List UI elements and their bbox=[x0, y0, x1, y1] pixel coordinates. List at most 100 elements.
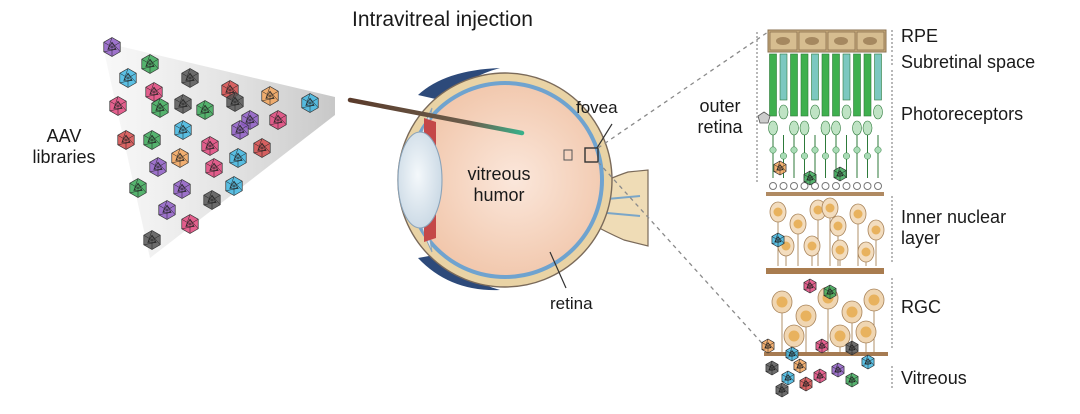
aav-capsid-icon bbox=[158, 200, 176, 220]
synapse-terminal bbox=[779, 182, 788, 190]
photoreceptor-outer-segment bbox=[779, 53, 788, 101]
zoom-line-top bbox=[597, 31, 769, 149]
aav-capsid-icon bbox=[269, 110, 287, 130]
photoreceptor-outer-segment bbox=[811, 53, 819, 101]
aav-capsid-icon bbox=[813, 368, 827, 384]
bipolar-nucleus bbox=[807, 241, 817, 251]
synapse-terminal bbox=[790, 182, 798, 190]
bipolar-nucleus bbox=[813, 205, 823, 215]
photoreceptor-inner-segment bbox=[841, 104, 852, 120]
bipolar-nucleus bbox=[835, 245, 845, 255]
outer-label-line2: retina bbox=[697, 116, 743, 137]
photoreceptor-outer-segment bbox=[853, 53, 861, 117]
photoreceptor-inner-segment bbox=[873, 104, 883, 120]
ganglion-nucleus bbox=[834, 330, 846, 342]
vitreous-label-line2: humor bbox=[473, 184, 525, 205]
eye-illustration bbox=[347, 68, 649, 291]
aav-capsid-icon bbox=[171, 148, 189, 168]
photoreceptor-nucleus bbox=[822, 152, 829, 160]
aav-capsid-icon bbox=[845, 372, 859, 388]
aav-capsid-icon bbox=[119, 68, 137, 88]
outer-retina-label: outer retina bbox=[680, 96, 760, 137]
inner-nuclear-layer-label: Inner nuclear layer bbox=[901, 207, 1006, 248]
aav-capsid-icon bbox=[143, 130, 161, 150]
synapse-terminal bbox=[842, 182, 851, 190]
photoreceptor-inner-segment bbox=[810, 104, 820, 120]
aav-capsid-icon bbox=[301, 93, 319, 113]
aav-capsid-icon bbox=[225, 176, 243, 196]
outer-label-line1: outer bbox=[699, 96, 741, 116]
aav-capsid-icon bbox=[203, 190, 221, 210]
photoreceptor-inner-segment bbox=[852, 120, 862, 136]
synapse-terminal bbox=[874, 182, 882, 190]
aav-capsid-icon bbox=[174, 94, 192, 114]
photoreceptor-nucleus bbox=[864, 152, 871, 160]
photoreceptor-nucleus bbox=[780, 152, 787, 160]
aav-libraries-label: AAV libraries bbox=[14, 126, 114, 167]
retina-label: retina bbox=[550, 294, 593, 313]
photoreceptor-outer-segment bbox=[769, 53, 777, 117]
aav-capsid-icon bbox=[845, 340, 859, 356]
photoreceptor-outer-segment bbox=[832, 53, 840, 117]
aav-capsid-cluster bbox=[103, 37, 319, 250]
inl-label-line2: layer bbox=[901, 227, 941, 248]
outer-plexiform-band bbox=[766, 182, 884, 196]
opl-membrane bbox=[766, 192, 884, 196]
photoreceptor-nucleus bbox=[853, 146, 861, 154]
photoreceptor-inner-segment bbox=[789, 120, 799, 136]
photoreceptor-nucleus bbox=[801, 152, 808, 160]
bipolar-nucleus bbox=[825, 203, 835, 213]
aav-capsid-icon bbox=[815, 338, 829, 354]
bipolar-nucleus bbox=[871, 225, 881, 235]
aav-capsid-icon bbox=[151, 98, 169, 118]
aav-capsid-icon bbox=[793, 358, 807, 374]
aav-capsid-icon bbox=[196, 100, 214, 120]
rpe-label: RPE bbox=[901, 26, 939, 46]
aav-capsid-icon bbox=[145, 82, 163, 102]
vitreous-label-line1: vitreous bbox=[467, 164, 531, 184]
rpe-layer bbox=[767, 29, 887, 53]
figure-title: Intravitreal injection bbox=[352, 8, 533, 31]
ganglion-nucleus bbox=[788, 330, 800, 342]
synapse-terminal bbox=[821, 182, 830, 190]
aav-capsids-retina bbox=[757, 111, 875, 398]
photoreceptors-label: Photoreceptors bbox=[901, 104, 1024, 124]
synapse-terminal bbox=[800, 182, 809, 190]
photoreceptor-nucleus bbox=[811, 146, 819, 154]
inner-plexiform-band bbox=[766, 268, 884, 274]
photoreceptor-nucleus bbox=[832, 146, 840, 154]
aav-capsid-icon bbox=[261, 86, 279, 106]
subretinal-space-label: Subretinal space bbox=[901, 52, 1036, 72]
aav-capsid-icon bbox=[773, 160, 787, 176]
fovea-box bbox=[584, 147, 599, 163]
rpe-nucleus bbox=[863, 37, 877, 45]
rpe-nucleus bbox=[805, 37, 819, 45]
synapse-terminal bbox=[853, 182, 861, 190]
bipolar-nucleus bbox=[773, 207, 783, 217]
photoreceptor-nucleus bbox=[769, 146, 777, 154]
aav-capsid-icon bbox=[861, 354, 875, 370]
aav-capsid-icon bbox=[771, 232, 785, 248]
aav-capsid-icon bbox=[785, 346, 799, 362]
photoreceptor-nucleus bbox=[874, 146, 882, 154]
aav-label-line2: libraries bbox=[32, 146, 96, 167]
aav-capsid-icon bbox=[757, 111, 771, 124]
rgc-label: RGC bbox=[901, 297, 941, 317]
aav-capsid-icon bbox=[143, 230, 161, 250]
ganglion-nucleus bbox=[800, 310, 812, 322]
rpe-nucleus bbox=[834, 37, 848, 45]
aav-capsid-icon bbox=[765, 360, 779, 376]
aav-capsid-icon bbox=[781, 370, 795, 386]
photoreceptor-outer-segment bbox=[821, 53, 830, 117]
fovea-label: fovea bbox=[576, 98, 618, 117]
injection-needle bbox=[347, 97, 525, 136]
photoreceptor-nucleus bbox=[843, 152, 850, 160]
rpe-cells bbox=[769, 31, 885, 51]
vitreous-humor-label: vitreous humor bbox=[444, 164, 554, 205]
photoreceptor-inner-segment bbox=[820, 120, 831, 136]
aav-capsid-icon bbox=[761, 338, 775, 354]
aav-capsid-icon bbox=[173, 179, 191, 199]
bipolar-nucleus bbox=[861, 247, 871, 257]
synapse-terminal bbox=[863, 182, 872, 190]
